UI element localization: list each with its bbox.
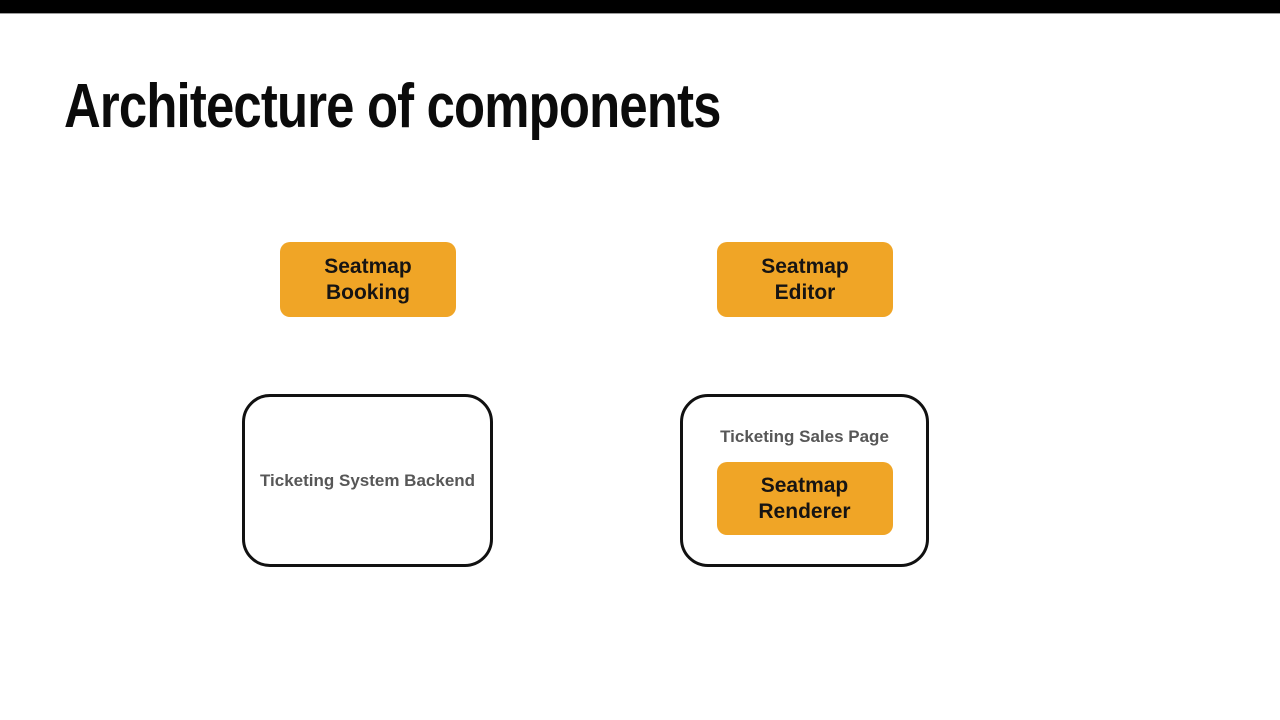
diagram-node-seatmap-booking: Seatmap Booking (280, 242, 456, 317)
diagram-node-seatmap-editor: Seatmap Editor (717, 242, 893, 317)
diagram-container-ticketing-sales-page: Ticketing Sales Page Seatmap Renderer (680, 394, 929, 567)
slide-title: Architecture of components (64, 72, 721, 141)
top-black-bar (0, 0, 1280, 14)
container-label-ticketing-system-backend: Ticketing System Backend (259, 470, 476, 490)
diagram-node-seatmap-renderer: Seatmap Renderer (716, 462, 893, 535)
container-label-ticketing-sales-page: Ticketing Sales Page (720, 427, 889, 446)
diagram-container-ticketing-system-backend: Ticketing System Backend (242, 394, 493, 567)
